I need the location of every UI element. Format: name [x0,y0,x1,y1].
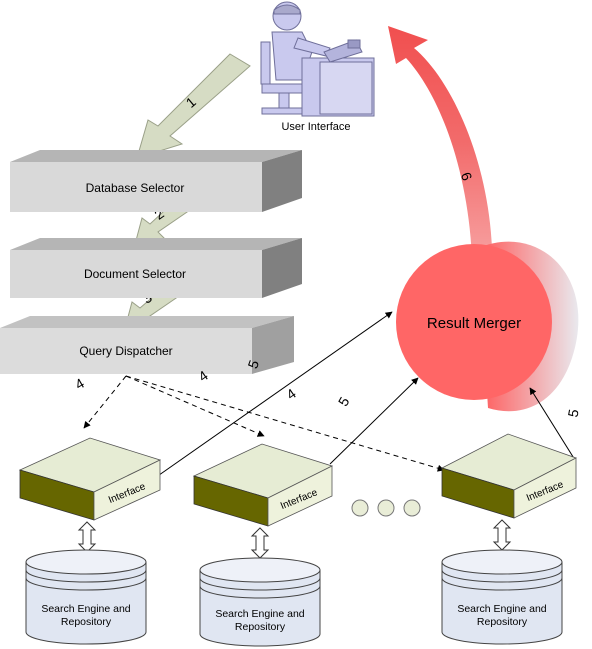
dispatch-arrow-2 [125,375,265,437]
interface-block-3 [440,433,578,519]
step-label-4c: 4 [283,385,299,403]
ellipsis-dot-3 [403,499,421,517]
search-engine-label-1a: Search Engine and [41,603,130,615]
connector-arrow-3 [492,519,512,551]
database-selector-label: Database Selector [86,181,185,195]
step-label-5b: 5 [335,394,353,409]
result-arrows [151,311,576,481]
search-engine-label-2a: Search Engine and [215,608,304,620]
connector-arrows [77,519,512,559]
result-arrow-3 [529,387,576,461]
query-dispatcher-box [0,316,294,374]
search-engine-label-3a: Search Engine and [457,603,546,615]
step-label-5c: 5 [565,408,582,419]
search-engine-cylinder-3 [441,549,563,645]
query-dispatcher-label: Query Dispatcher [79,344,172,358]
interface-block-2 [192,443,334,527]
step-label-4a: 4 [72,375,87,393]
result-arrow-2 [329,377,419,465]
dispatch-arrows [83,375,445,472]
return-arrow-6 [388,26,492,258]
result-merger-cylinder [396,241,579,412]
dispatch-arrow-1 [83,375,127,429]
connector-arrow-1 [77,521,97,553]
user-interface-figure [260,1,375,117]
result-arrow-1 [151,311,393,481]
connector-arrow-2 [250,527,270,559]
document-selector-box [10,238,302,298]
result-merger-label: Result Merger [427,315,521,332]
search-engine-cylinder-2 [199,557,321,647]
ellipsis-dots [351,499,421,517]
interface-block-1 [18,437,162,521]
dispatch-arrow-3 [125,375,445,472]
search-engine-cylinder-1 [25,549,147,645]
database-selector-box [10,150,302,212]
document-selector-label: Document Selector [84,267,186,281]
ellipsis-dot-2 [377,499,395,517]
user-interface-label: User Interface [281,121,350,133]
search-engine-label-2b: Repository [235,621,286,633]
search-engine-label-1b: Repository [61,616,112,628]
ellipsis-dot-1 [351,499,369,517]
search-engine-label-3b: Repository [477,616,528,628]
